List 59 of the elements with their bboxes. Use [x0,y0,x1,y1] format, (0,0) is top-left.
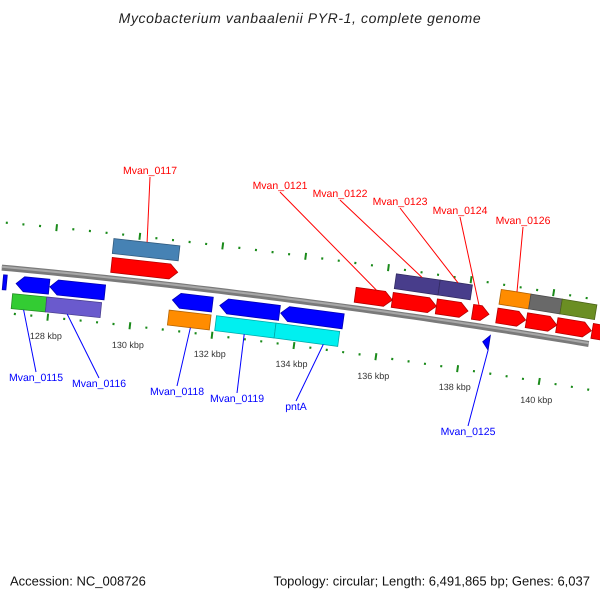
gene-block [219,298,281,321]
scale-label: 140 kbp [520,395,552,406]
feature-bar [10,293,48,312]
gene-block [482,334,491,350]
gene-block [172,292,214,312]
gene-label: Mvan_0122 [312,188,368,200]
leader-line [176,327,191,386]
gene-block [280,306,345,330]
feature-bar [214,315,276,338]
leader-line [280,192,377,291]
leader-line [468,350,489,426]
accession-label: Accession: NC_008726 [10,574,146,590]
title: Mycobacterium vanbaalenii PYR-1, complete genome [118,10,482,26]
gene-label: Mvan_0116 [72,378,126,390]
leader-line [236,334,245,394]
gene-label: Mvan_0124 [432,204,488,218]
feature-bar [274,322,340,347]
leader-line [66,314,100,378]
feature-bar [394,273,441,296]
feature-bar [112,238,180,262]
leader-line [460,216,480,306]
gene-block [495,308,526,327]
gene-label: Mvan_0115 [8,372,64,384]
scale-label: 138 kbp [438,382,471,393]
gene-label: Mvan_0125 [440,426,496,438]
leader-line [146,176,150,243]
scale-label: 136 kbp [357,370,390,381]
gene-block [16,276,50,295]
scale-label: 130 kbp [112,340,144,350]
genome-stats-label: Topology: circular; Length: 6,491,865 bp; Genes: 6,037 [273,574,590,590]
gene-label: Mvan_0117 [122,164,178,178]
feature-bar [166,310,212,330]
gene-label: Mvan_0126 [496,214,550,228]
gene-block [49,280,106,300]
feature-bar [559,298,598,320]
gene-label: Mvan_0119 [210,392,264,406]
gene-block [110,257,178,280]
gene-block [470,304,490,321]
scale-label: 128 kbp [30,330,62,342]
feature-bar [44,296,102,318]
leader-line [340,200,423,278]
leader-line [516,226,524,292]
leader-line [23,309,36,372]
gene-label: pntA [285,400,307,414]
feature-bar [2,274,8,290]
gene-label: Mvan_0121 [252,180,308,192]
feature-bar [438,280,473,300]
scale-label: 134 kbp [276,359,308,370]
leader-line [400,208,458,284]
gene-block [354,286,393,307]
feature-bar [590,323,600,340]
leader-line [296,344,324,402]
gene-block [524,312,558,332]
scale-label: 132 kbp [194,348,226,360]
feature-bar [498,288,532,310]
gene-label: Mvan_0118 [150,386,204,398]
feature-bar [528,294,563,314]
gene-label: Mvan_0123 [372,196,428,208]
gene-block [390,292,437,314]
